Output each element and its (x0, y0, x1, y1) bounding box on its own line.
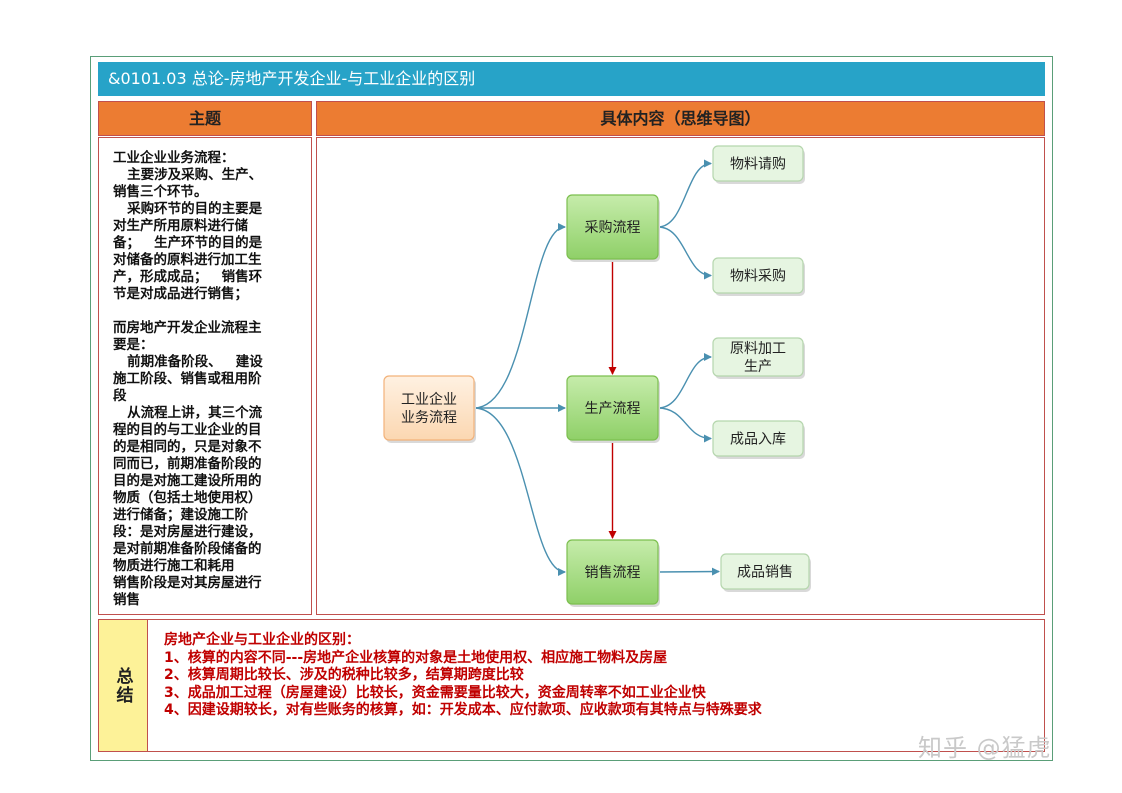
topic-panel: 工业企业业务流程： 主要涉及采购、生产、销售三个环节。 采购环节的目的主要是对生… (98, 137, 312, 615)
branch-to-leaf-connector (657, 567, 720, 576)
leaf-node-label: 成品销售 (737, 565, 793, 581)
branch-node-label: 销售流程 (585, 565, 641, 581)
leaf-node-label: 生产 (744, 359, 772, 375)
topic-line: 物质进行施工和耗用 (113, 558, 235, 574)
branch-to-leaf-connector (657, 159, 712, 228)
branch-node-box (566, 194, 659, 260)
leaf-node-label: 成品入库 (730, 432, 786, 448)
topic-header: 主题 (98, 101, 312, 136)
topic-line: 销售三个环节。 (113, 184, 208, 200)
topic-line: 采购环节的目的主要是 (113, 201, 263, 217)
leaf-node-box (712, 257, 804, 294)
branch-to-leaf-connector (657, 226, 712, 280)
topic-line: 进行储备；建设施工阶 (113, 507, 248, 523)
topic-line: 节是对成品进行销售； (113, 286, 248, 302)
topic-line: 同而已，前期准备阶段的 (113, 456, 262, 472)
topic-text: 工业企业业务流程： 主要涉及采购、生产、销售三个环节。 采购环节的目的主要是对生… (113, 150, 299, 609)
topic-line: 前期准备阶段、 建设 (113, 354, 263, 370)
leaf-node: 物料请购 (712, 145, 805, 184)
summary-point: 4、因建设期较长，对有些账务的核算，如：开发成本、应付款项、应收款项有其特点与特… (164, 702, 762, 718)
leaf-node: 物料采购 (712, 257, 805, 296)
leaf-node-box (712, 337, 804, 377)
summary-point: 2、核算周期比较长、涉及的税种比较多，结算期跨度比较 (164, 667, 524, 683)
topic-line: 工业企业业务流程： (113, 150, 235, 166)
content-header: 具体内容（思维导图） (316, 101, 1045, 136)
root-node-label: 工业企业 (401, 391, 457, 408)
topic-line: 销售 (113, 592, 140, 608)
topic-line: 销售阶段是对其房屋进行 (113, 575, 262, 591)
topic-line: 主要涉及采购、生产、 (113, 167, 263, 183)
leaf-node-label: 原料加工 (730, 341, 786, 357)
topic-line: 的是相同的，只是对象不 (113, 439, 262, 455)
summary-text: 房地产企业与工业企业的区别：1、核算的内容不同---房地产企业核算的对象是土地使… (164, 632, 1024, 720)
leaf-node-box (712, 420, 804, 457)
leaf-node: 成品入库 (712, 420, 805, 459)
root-node-label: 业务流程 (401, 410, 457, 426)
branch-node: 生产流程 (566, 375, 660, 443)
topic-line: 段 (113, 388, 127, 404)
topic-line: 要是： (113, 337, 154, 353)
topic-line: 对生产所用原料进行储 (113, 218, 248, 234)
root-to-branch-connector (473, 223, 566, 409)
summary-point: 3、成品加工过程（房屋建设）比较长，资金需要量比较大，资金周转率不如工业企业快 (164, 684, 706, 701)
topic-line: 产，形成成品； 销售环 (113, 269, 263, 285)
topic-line: 施工阶段、销售或租用阶 (113, 371, 262, 387)
root-node-box (383, 375, 475, 441)
leaf-node-box (720, 553, 810, 590)
branch-node: 采购流程 (566, 194, 660, 262)
summary-heading: 房地产企业与工业企业的区别： (164, 632, 360, 648)
branch-node-label: 生产流程 (585, 401, 641, 417)
topic-line: 程的目的与工业企业的目 (113, 422, 262, 438)
watermark: 知乎 @猛虎 (918, 734, 1052, 762)
leaf-node-label: 物料请购 (730, 157, 786, 173)
summary-panel: 房地产企业与工业企业的区别：1、核算的内容不同---房地产企业核算的对象是土地使… (148, 619, 1045, 752)
branch-to-leaf-connector (657, 353, 712, 409)
summary-label: 总结 (98, 619, 148, 752)
topic-line: 对储备的原料进行加工生 (113, 252, 262, 268)
topic-line: 段：是对房屋进行建设， (113, 524, 262, 540)
topic-line: 物质（包括土地使用权） (113, 490, 262, 506)
page-frame (90, 56, 1053, 761)
leaf-node: 成品销售 (720, 553, 811, 592)
root-node: 工业企业业务流程 (383, 375, 476, 443)
topic-line: 而房地产开发企业流程主 (113, 320, 262, 336)
topic-line: 目的是对施工建设所用的 (113, 473, 262, 489)
branch-node-box (566, 375, 659, 441)
page-title: &0101.03 总论-房地产开发企业-与工业企业的区别 (98, 62, 1045, 96)
leaf-node-label: 物料采购 (730, 269, 786, 285)
leaf-node-box (712, 145, 804, 182)
topic-line: 是对前期准备阶段储备的 (113, 541, 262, 557)
branch-node: 销售流程 (566, 539, 660, 607)
branch-node-box (566, 539, 659, 605)
branch-node-label: 采购流程 (585, 220, 641, 236)
topic-line: 备； 生产环节的目的是 (113, 235, 263, 251)
branch-to-leaf-connector (657, 407, 712, 443)
summary-point: 1、核算的内容不同---房地产企业核算的对象是土地使用权、相应施工物料及房屋 (164, 649, 668, 666)
root-to-branch-connector (473, 407, 566, 576)
topic-line: 从流程上讲，其三个流 (113, 405, 263, 421)
